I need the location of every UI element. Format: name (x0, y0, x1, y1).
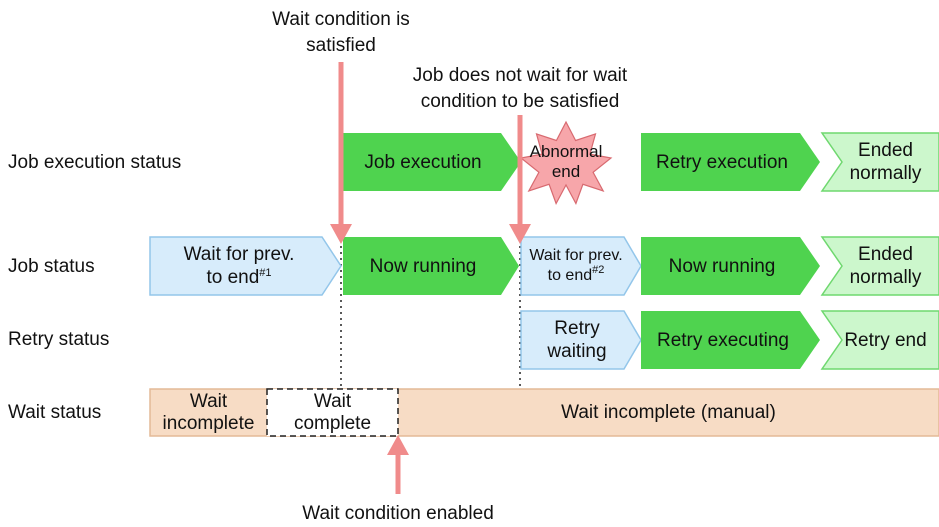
shape-wait-complete (266, 388, 399, 437)
shape-retry-waiting (520, 310, 642, 370)
row-label-job-execution-status: Job execution status (8, 152, 182, 173)
retry-waiting-text: Retry waiting (547, 318, 607, 362)
shape-abnormal-burst (519, 120, 613, 205)
retry-execution-text: Retry execution (655, 151, 788, 173)
row-label-wait-status: Wait status (8, 402, 102, 423)
abnormal-end-text: Abnormal end (529, 142, 603, 181)
shape-wait-prev-2 (520, 236, 642, 296)
note-wait-condition-satisfied: Wait condition is satisfied (272, 9, 410, 56)
wait-incomplete-manual-text: Wait incomplete (manual) (561, 402, 776, 423)
note-wait-condition-enabled: Wait condition enabled (302, 503, 494, 524)
ended-normally-text-1: Ended normally (849, 140, 922, 184)
row-label-job-status: Job status (8, 256, 95, 277)
shape-job-execution (343, 133, 521, 191)
shape-retry-executing (641, 311, 820, 369)
now-running-1-text: Now running (369, 255, 477, 277)
shape-ended-normally-2 (820, 236, 939, 296)
retry-end-text: Retry end (844, 329, 927, 351)
wait-incomplete-text: Wait incomplete (162, 390, 255, 434)
shape-now-running-1 (343, 237, 519, 295)
arrow-satisfied-head (330, 224, 352, 244)
retry-executing-text: Retry executing (656, 329, 789, 351)
shape-retry-execution (641, 133, 820, 191)
shape-retry-end (820, 310, 939, 370)
row-label-retry-status: Retry status (8, 329, 110, 350)
wait-prev-end-2-text: Wait for prev. to end#2 (529, 247, 623, 284)
ended-normally-text-2: Ended normally (849, 244, 922, 288)
note-job-does-not-wait: Job does not wait for wait condition to … (412, 65, 628, 112)
shape-ended-normally-1 (820, 132, 939, 192)
wait-complete-text: Wait complete (293, 390, 372, 434)
arrow-no-wait-head (509, 224, 531, 244)
shape-wait-prev-1 (149, 236, 342, 296)
wait-prev-end-1-text: Wait for prev. to end#1 (183, 244, 295, 288)
arrow-enabled-head (387, 435, 409, 455)
now-running-2-text: Now running (668, 255, 776, 277)
job-execution-text: Job execution (364, 151, 482, 173)
shape-now-running-2 (641, 237, 820, 295)
